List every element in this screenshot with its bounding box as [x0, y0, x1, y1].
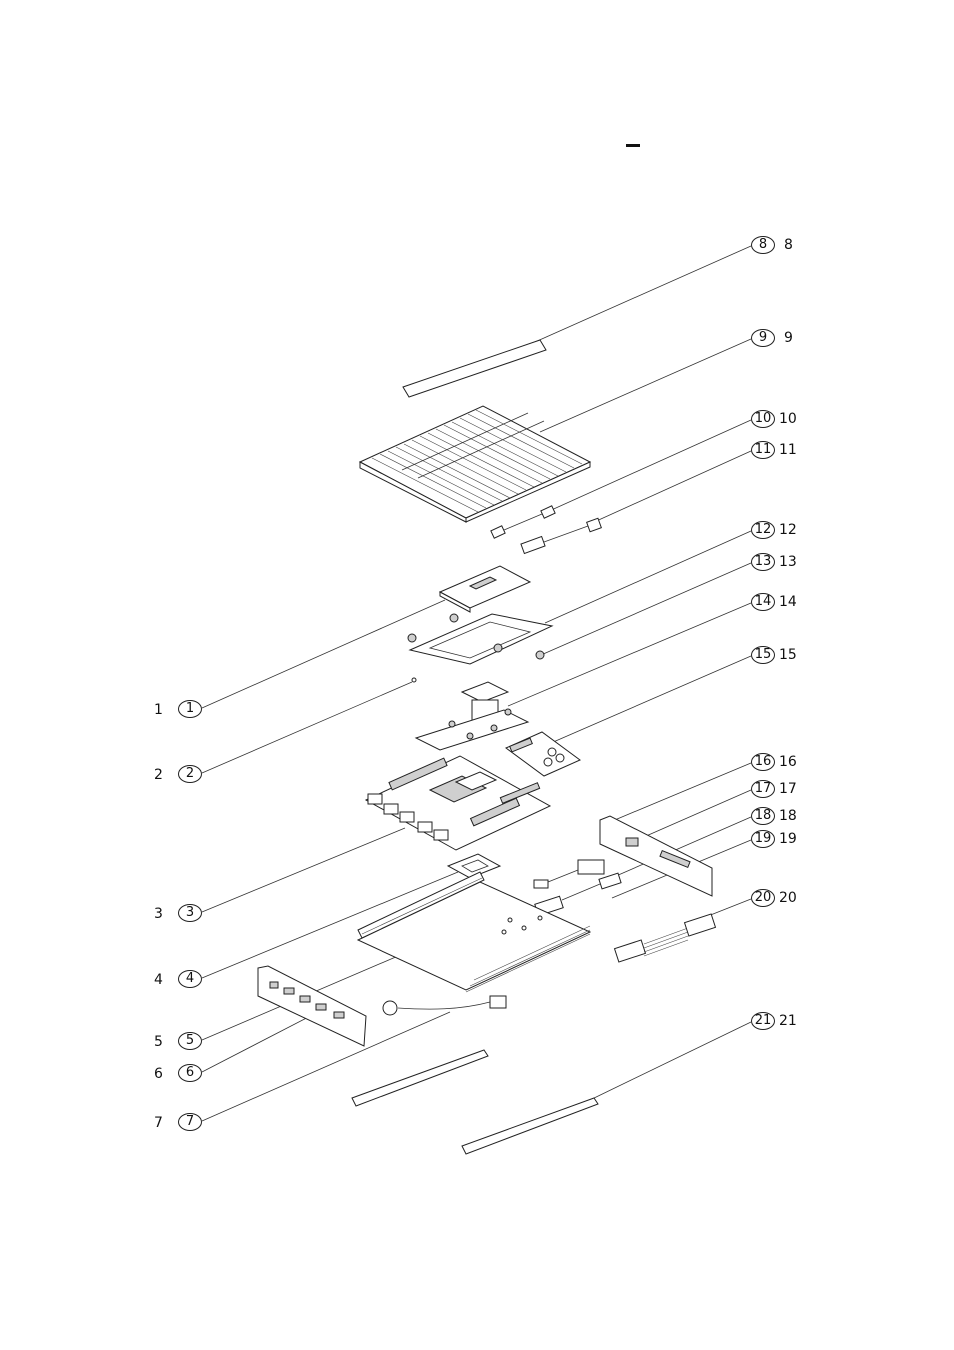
callout-number-12: 12 [779, 522, 797, 538]
part-5-bottom-chassis [356, 871, 592, 993]
callout-number-7: 7 [154, 1115, 163, 1131]
part-8-thermal-pad [402, 339, 547, 398]
callout-circle-19: 19 [751, 830, 775, 848]
callout-circle-17: 17 [751, 780, 775, 798]
callout-circle-6: 6 [178, 1064, 202, 1082]
callout-number-20: 20 [779, 890, 797, 906]
callout-number-11: 11 [779, 442, 797, 458]
part-11-cable [520, 517, 602, 555]
callout-number-13: 13 [779, 554, 797, 570]
part-10-cable [490, 505, 556, 539]
callout-circle-18: 18 [751, 807, 775, 825]
callout-circle-4: 4 [178, 970, 202, 988]
part-20-ribbon-cable [613, 913, 717, 963]
callout-number-4: 4 [154, 972, 163, 988]
callout-number-2: 2 [154, 767, 163, 783]
part-9-heatsink-cover [358, 405, 592, 523]
callout-number-8: 8 [784, 237, 793, 253]
callout-circle-9: 9 [751, 329, 775, 347]
part-6-rear-io-panel [257, 965, 367, 1047]
part-12-storage-drive [438, 565, 532, 613]
callout-circle-15: 15 [751, 646, 775, 664]
callout-number-21: 21 [779, 1013, 797, 1029]
leader-lines-right [507, 245, 752, 1101]
part-15-power-board [505, 731, 581, 777]
callout-number-17: 17 [779, 781, 797, 797]
callout-number-14: 14 [779, 594, 797, 610]
callout-circle-10: 10 [751, 410, 775, 428]
callout-number-1: 1 [154, 702, 163, 718]
callout-number-19: 19 [779, 831, 797, 847]
callout-circle-14: 14 [751, 593, 775, 611]
callout-circle-5: 5 [178, 1032, 202, 1050]
callout-number-16: 16 [779, 754, 797, 770]
callout-number-10: 10 [779, 411, 797, 427]
callout-number-18: 18 [779, 808, 797, 824]
callout-number-15: 15 [779, 647, 797, 663]
callout-number-5: 5 [154, 1034, 163, 1050]
part-14-cpu-cooler [414, 681, 530, 751]
part-13-drive-bracket [407, 613, 554, 683]
callout-circle-21: 21 [751, 1012, 775, 1030]
part-3-mainboard [364, 755, 552, 851]
part-4-backplate [446, 853, 502, 879]
callout-circle-20: 20 [751, 889, 775, 907]
part-7-power-cable [382, 995, 507, 1016]
callout-circle-7: 7 [178, 1113, 202, 1131]
leader-lines-left [201, 599, 459, 1122]
callout-circle-8: 8 [751, 236, 775, 254]
part-18-cable [533, 859, 605, 889]
callout-circle-2: 2 [178, 765, 202, 783]
callout-circle-1: 1 [178, 700, 202, 718]
callout-circle-3: 3 [178, 904, 202, 922]
callout-circle-16: 16 [751, 753, 775, 771]
callout-circle-13: 13 [751, 553, 775, 571]
part-16-side-panel [599, 815, 713, 897]
callout-number-6: 6 [154, 1066, 163, 1082]
callout-circle-11: 11 [751, 441, 775, 459]
callout-number-9: 9 [784, 330, 793, 346]
part-21-mounting-brackets [351, 1049, 599, 1155]
title-dash [626, 144, 640, 147]
callout-circle-12: 12 [751, 521, 775, 539]
callout-number-3: 3 [154, 906, 163, 922]
